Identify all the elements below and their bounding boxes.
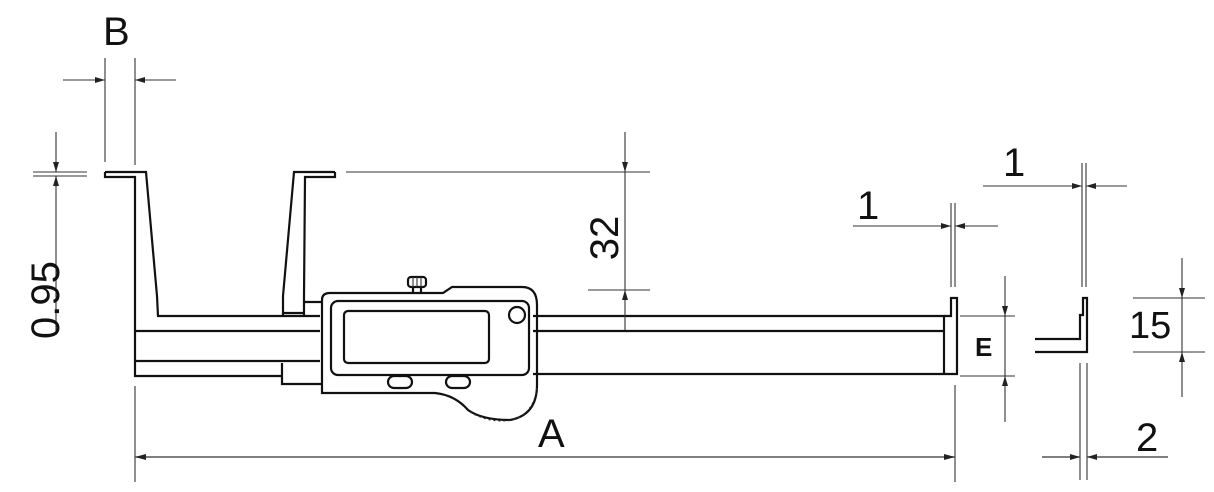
dimension-b xyxy=(63,58,176,165)
fixed-jaw xyxy=(103,170,320,378)
dimension-tip-thickness xyxy=(33,132,87,335)
label-a: A xyxy=(538,412,565,456)
label-detail-top: 1 xyxy=(1003,141,1026,185)
label-tip-thickness: 0.95 xyxy=(24,261,68,339)
label-b: B xyxy=(103,10,130,54)
label-jaw-depth: 32 xyxy=(583,215,627,261)
main-beam xyxy=(533,296,959,376)
label-detail-bottom: 2 xyxy=(1136,416,1159,460)
label-detail-height: 15 xyxy=(1129,305,1172,347)
dimension-jaw-depth xyxy=(346,132,650,330)
label-e: E xyxy=(975,332,993,362)
dimension-depth-blade xyxy=(853,203,998,287)
display-head xyxy=(320,275,539,422)
dimension-a xyxy=(134,385,956,482)
movable-jaw xyxy=(280,170,337,386)
detail-view xyxy=(983,163,1205,480)
label-depth-blade: 1 xyxy=(857,184,880,228)
dimension-e xyxy=(960,276,1015,422)
